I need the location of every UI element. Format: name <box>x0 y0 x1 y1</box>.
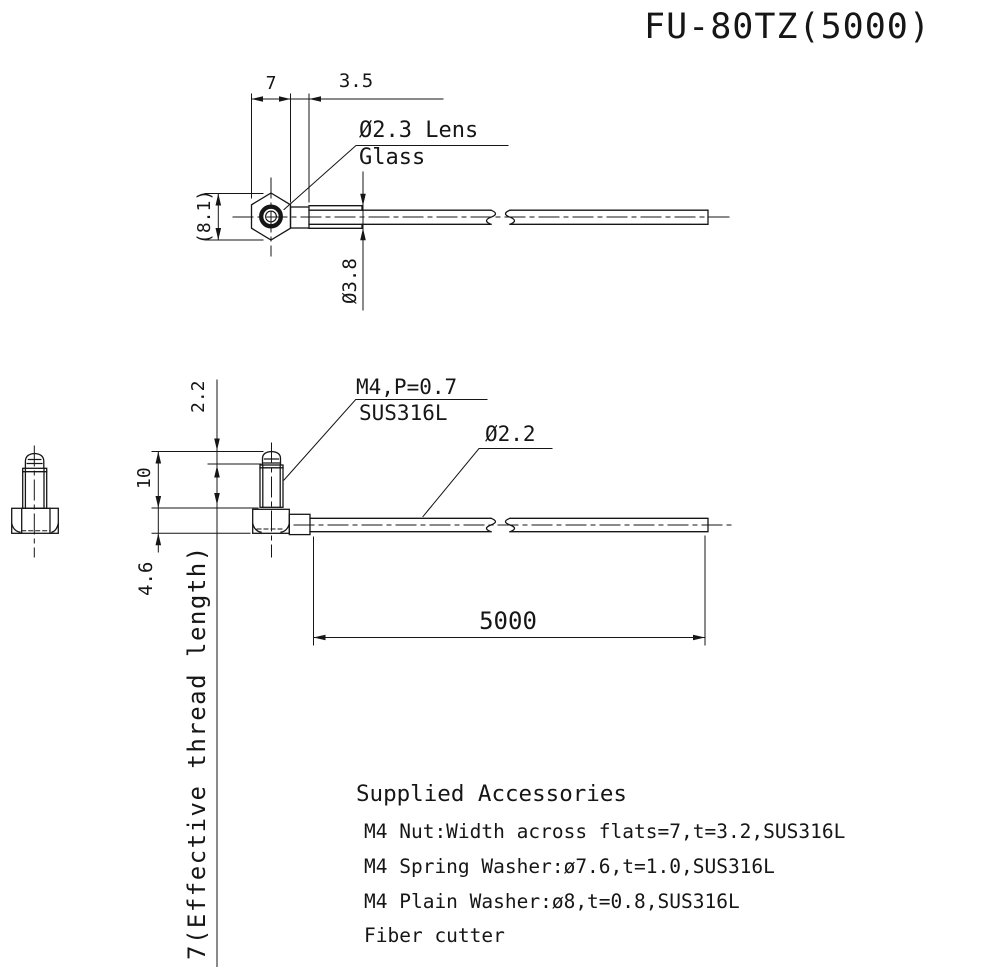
side-view <box>251 442 732 558</box>
mini-hex-chamfer <box>10 522 60 533</box>
cable-entry-block <box>288 513 311 536</box>
dim-lens-offset: 3.5 <box>338 70 374 92</box>
front-view <box>10 445 60 558</box>
ext-lines-81 <box>204 193 264 241</box>
arrowheads <box>215 96 366 241</box>
ext-lines-5000 <box>313 535 706 646</box>
threaded-stud <box>259 464 284 508</box>
dim-base-height: 4.6 <box>135 561 157 596</box>
ext-lines-top <box>251 93 310 203</box>
accessories-heading: Supplied Accessories <box>356 781 627 807</box>
accessory-item: M4 Spring Washer:ø7.6,t=1.0,SUS316L <box>364 855 775 878</box>
dim-cable-length: 5000 <box>479 607 537 635</box>
top-view-dimensions <box>204 93 509 311</box>
dim-sheath-diameter: Ø3.8 <box>339 258 361 304</box>
top-view <box>232 177 732 257</box>
label-thread-spec: M4,P=0.7 <box>356 375 458 399</box>
dim-tip-protrusion: 2.2 <box>188 380 209 413</box>
drawing-title: FU-80TZ(5000) <box>644 7 931 47</box>
label-glass: Glass <box>359 145 426 170</box>
accessory-item: M4 Plain Washer:ø8,t=0.8,SUS316L <box>364 890 740 913</box>
cable-top-seg2 <box>509 209 709 225</box>
accessory-item: M4 Nut:Width across flats=7,t=3.2,SUS316… <box>364 820 846 843</box>
dim-hex-across-corners: (8.1) <box>194 189 215 244</box>
dim-width-across-flats: 7 <box>265 73 277 94</box>
cable-side-seg1 <box>309 517 492 533</box>
label-lens-diameter: Ø2.3 Lens <box>359 118 479 143</box>
label-fiber-diameter: Ø2.2 <box>485 422 536 446</box>
dim-head-height: 10 <box>134 467 155 489</box>
boot-outline <box>308 205 363 229</box>
mini-hex-flats <box>21 507 51 534</box>
m4-leader <box>283 399 488 481</box>
accessory-item: Fiber cutter <box>364 924 505 947</box>
cable-top-seg1 <box>308 209 492 225</box>
fiber-leader <box>422 448 553 518</box>
side-view-dimensions <box>151 379 706 967</box>
arrowheads <box>155 438 705 641</box>
lens-leader <box>283 145 509 211</box>
dim-effective-thread-length: 7(Effective thread length) <box>183 545 211 960</box>
mini-hex-base <box>11 507 59 534</box>
label-material: SUS316L <box>359 401 448 425</box>
